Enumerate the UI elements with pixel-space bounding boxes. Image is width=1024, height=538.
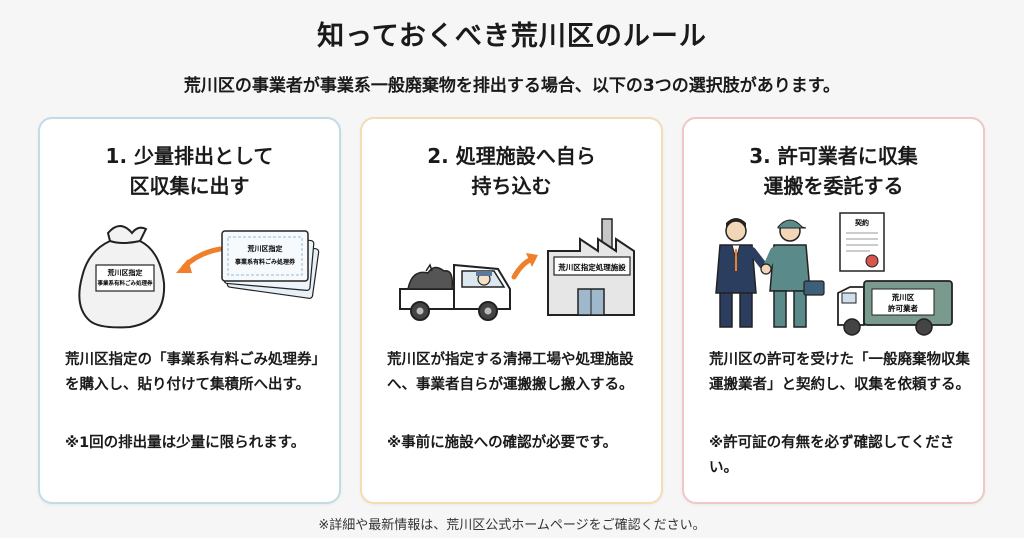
truck-label-line1: 荒川区: [891, 292, 915, 302]
option-card-self-haul: 2. 処理施設へ自ら 持ち込む 荒川区指定処理施設: [360, 117, 663, 504]
card-note: ※許可証の有無を必ず確認してください。: [709, 435, 955, 476]
contract-label: 契約: [854, 218, 869, 227]
worker-icon: [760, 219, 825, 328]
card-body: 荒川区指定の「事業系有料ごみ処理券」を購入し、貼り付けて集積所へ出す。: [65, 352, 326, 393]
card-title: 2. 処理施設へ自ら 持ち込む: [427, 144, 596, 198]
garbage-bag-ticket-illustration: 荒川区指定 事業系有料ごみ処理券 荒川区指定 事業系有料ごみ処理券: [78, 225, 320, 329]
factory-sign: 荒川区指定処理施設: [557, 262, 626, 272]
garbage-truck-icon: 荒川区 許可業者: [837, 280, 953, 336]
card-title: 3. 許可業者に収集 運搬を委託する: [749, 144, 918, 198]
ticket-label-line1: 荒川区指定: [247, 244, 283, 253]
card-note: ※事前に施設への確認が必要です。: [387, 435, 618, 451]
card-body: 荒川区の許可を受けた「一般廃棄物収集運搬業者」と契約し、収集を依頼する。: [709, 352, 970, 393]
arrow-icon: [511, 256, 535, 280]
page-title: 知っておくべき荒川区のルール: [317, 21, 707, 52]
footnote: ※詳細や最新情報は、荒川区公式ホームページをご確認ください。: [318, 518, 706, 533]
handshake-contract-illustration: 契約 荒川区 許可業者: [715, 212, 953, 336]
card-note: ※1回の排出量は少量に限られます。: [65, 435, 306, 451]
businessman-icon: [715, 218, 770, 328]
option-card-small-quantity: 1. 少量排出として 区収集に出す 荒川区指定 事業系有料ごみ処理券 荒川区指定…: [38, 117, 341, 504]
page-subtitle: 荒川区の事業者が事業系一般廃棄物を排出する場合、以下の3つの選択肢があります。: [183, 76, 841, 96]
contract-document-icon: 契約: [839, 212, 885, 272]
bag-label-line1: 荒川区指定: [107, 268, 143, 277]
factory-icon: 荒川区指定処理施設: [547, 218, 635, 316]
card-title: 1. 少量排出として 区収集に出す: [105, 144, 274, 198]
garbage-bag-icon: 荒川区指定 事業系有料ごみ処理券: [78, 225, 166, 329]
truck-icon: [399, 263, 511, 321]
card-body: 荒川区が指定する清掃工場や処理施設へ、事業者自らが運搬搬し搬入する。: [387, 352, 634, 393]
truck-factory-illustration: 荒川区指定処理施設: [399, 218, 635, 321]
truck-label-line2: 許可業者: [888, 303, 918, 313]
ticket-stack-icon: 荒川区指定 事業系有料ごみ処理券: [221, 230, 320, 299]
bag-label-line2: 事業系有料ごみ処理券: [97, 279, 153, 287]
ticket-label-line2: 事業系有料ごみ処理券: [235, 258, 296, 266]
option-card-licensed-contractor: 3. 許可業者に収集 運搬を委託する 契約: [682, 117, 985, 504]
